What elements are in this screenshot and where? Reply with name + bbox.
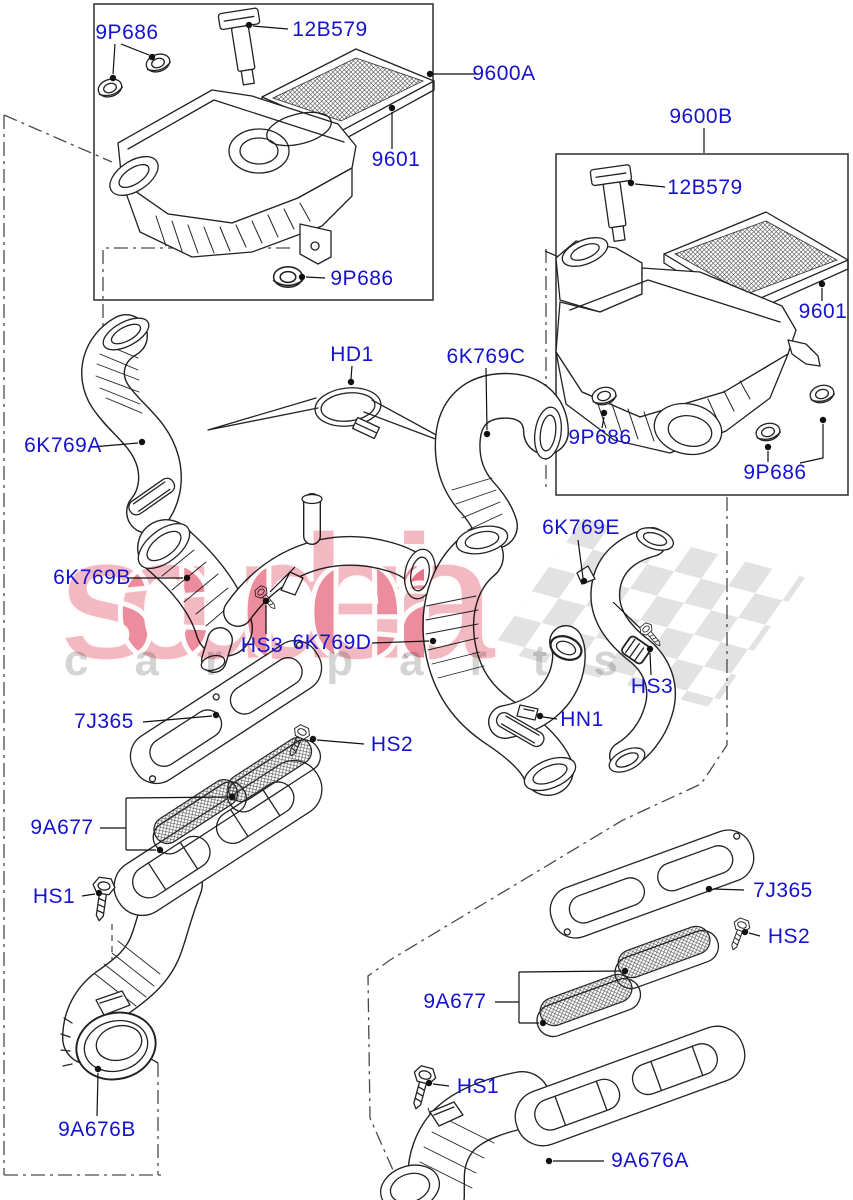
part-label-9p686[interactable]: 9P686 (330, 267, 394, 290)
part-label-hs2[interactable]: HS2 (767, 925, 811, 948)
reference-lines (3, 114, 728, 1187)
part-label-9601[interactable]: 9601 (371, 148, 421, 171)
part-label-9a677[interactable]: 9A677 (423, 990, 487, 1013)
part-label-9601[interactable]: 9601 (798, 300, 848, 323)
grommet-icon (807, 382, 837, 406)
left-airbox-assembly (95, 7, 435, 288)
screw-icon (724, 916, 753, 953)
part-label-hs2[interactable]: HS2 (370, 733, 414, 756)
part-label-7j365[interactable]: 7J365 (753, 879, 813, 902)
part-label-hn1[interactable]: HN1 (560, 708, 604, 731)
grommet-icon (272, 266, 304, 288)
left-air-duct-group (60, 639, 323, 1081)
part-label-6k769d[interactable]: 6K769D (292, 631, 372, 654)
part-label-hs1[interactable]: HS1 (32, 885, 76, 908)
part-label-hd1[interactable]: HD1 (330, 343, 374, 366)
part-label-6k769b[interactable]: 6K769B (53, 566, 131, 589)
right-airbox-assembly (555, 163, 849, 456)
part-label-hs1[interactable]: HS1 (456, 1075, 500, 1098)
part-label-12b579[interactable]: 12B579 (292, 18, 368, 41)
left-airbox-frame (93, 3, 434, 301)
part-label-9600a[interactable]: 9600A (472, 62, 536, 85)
part-label-6k769c[interactable]: 6K769C (446, 345, 526, 368)
part-label-hs3[interactable]: HS3 (630, 675, 674, 698)
callout-leaders (81, 21, 827, 1165)
right-air-duct-group (380, 829, 755, 1200)
part-label-9p686[interactable]: 9P686 (743, 461, 807, 484)
maf-sensor-icon (217, 7, 270, 88)
part-label-9p686[interactable]: 9P686 (95, 21, 159, 44)
part-label-9a676a[interactable]: 9A676A (611, 1149, 689, 1172)
bolt-icon (404, 1063, 439, 1113)
right-airbox-frame (555, 153, 849, 496)
part-label-9p686[interactable]: 9P686 (568, 426, 632, 449)
grommet-icon (753, 420, 783, 444)
part-label-7j365[interactable]: 7J365 (74, 710, 134, 733)
part-label-9a677[interactable]: 9A677 (30, 816, 94, 839)
part-label-9600b[interactable]: 9600B (669, 105, 733, 128)
part-label-6k769a[interactable]: 6K769A (24, 434, 102, 457)
part-label-6k769e[interactable]: 6K769E (542, 516, 620, 539)
grommet-icon (95, 75, 125, 101)
part-label-12b579[interactable]: 12B579 (667, 176, 743, 199)
intake-hoses (81, 314, 676, 796)
part-label-hs3[interactable]: HS3 (240, 634, 284, 657)
bolt-icon (87, 875, 117, 923)
maf-sensor-icon (589, 163, 641, 244)
part-label-9a676b[interactable]: 9A676B (58, 1118, 136, 1141)
